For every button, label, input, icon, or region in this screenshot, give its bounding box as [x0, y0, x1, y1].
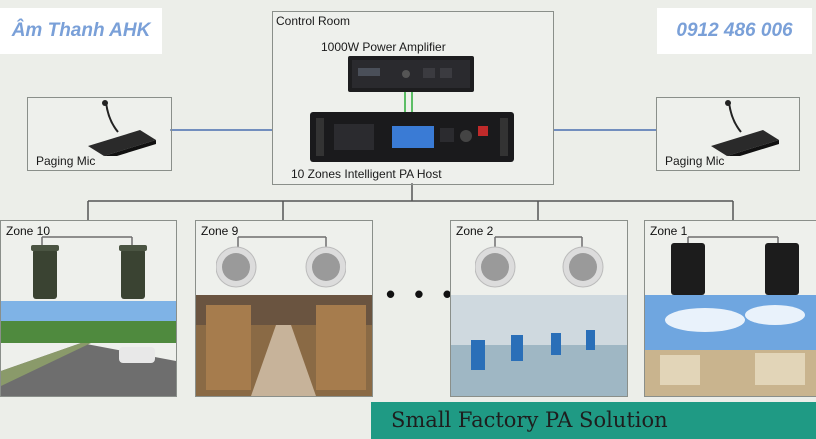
- zone-10-label: Zone 10: [6, 224, 51, 238]
- zone-2-label: Zone 2: [456, 224, 494, 238]
- ceiling-speaker-icon: [216, 246, 346, 288]
- factory-scene: [451, 295, 627, 396]
- road-scene: [1, 301, 176, 396]
- watermark-left: Âm Thanh AHK: [0, 8, 162, 54]
- zone-10-box: Zone 10: [0, 220, 177, 397]
- ellipsis: • • •: [386, 279, 458, 309]
- paging-mic-icon: [88, 100, 156, 156]
- paging-mic-right-box: Paging Mic: [656, 97, 800, 171]
- paging-mic-left-box: Paging Mic: [27, 97, 172, 171]
- zone-1-box: Zone 1: [644, 220, 816, 397]
- wall-speaker-icon: [671, 243, 799, 295]
- amplifier-label: 1000W Power Amplifier: [321, 40, 446, 54]
- zone-9-box: Zone 9: [195, 220, 373, 397]
- host-label: 10 Zones Intelligent PA Host: [291, 167, 442, 181]
- amplifier-icon: [348, 56, 474, 92]
- watermark-right: 0912 486 006: [657, 8, 812, 54]
- footer-title: Small Factory PA Solution: [371, 402, 816, 439]
- zone-1-label: Zone 1: [650, 224, 688, 238]
- pa-host-icon: [310, 112, 514, 162]
- zone-2-box: Zone 2: [450, 220, 628, 397]
- paging-mic-icon: [711, 100, 779, 156]
- buildings-scene: [645, 295, 816, 396]
- column-speaker-icon: [31, 245, 147, 299]
- paging-mic-right-label: Paging Mic: [665, 154, 725, 168]
- ceiling-speaker-icon: [475, 246, 604, 288]
- zone-9-label: Zone 9: [201, 224, 239, 238]
- warehouse-scene: [196, 295, 372, 396]
- control-room-title: Control Room: [276, 14, 351, 28]
- paging-mic-left-label: Paging Mic: [36, 154, 96, 168]
